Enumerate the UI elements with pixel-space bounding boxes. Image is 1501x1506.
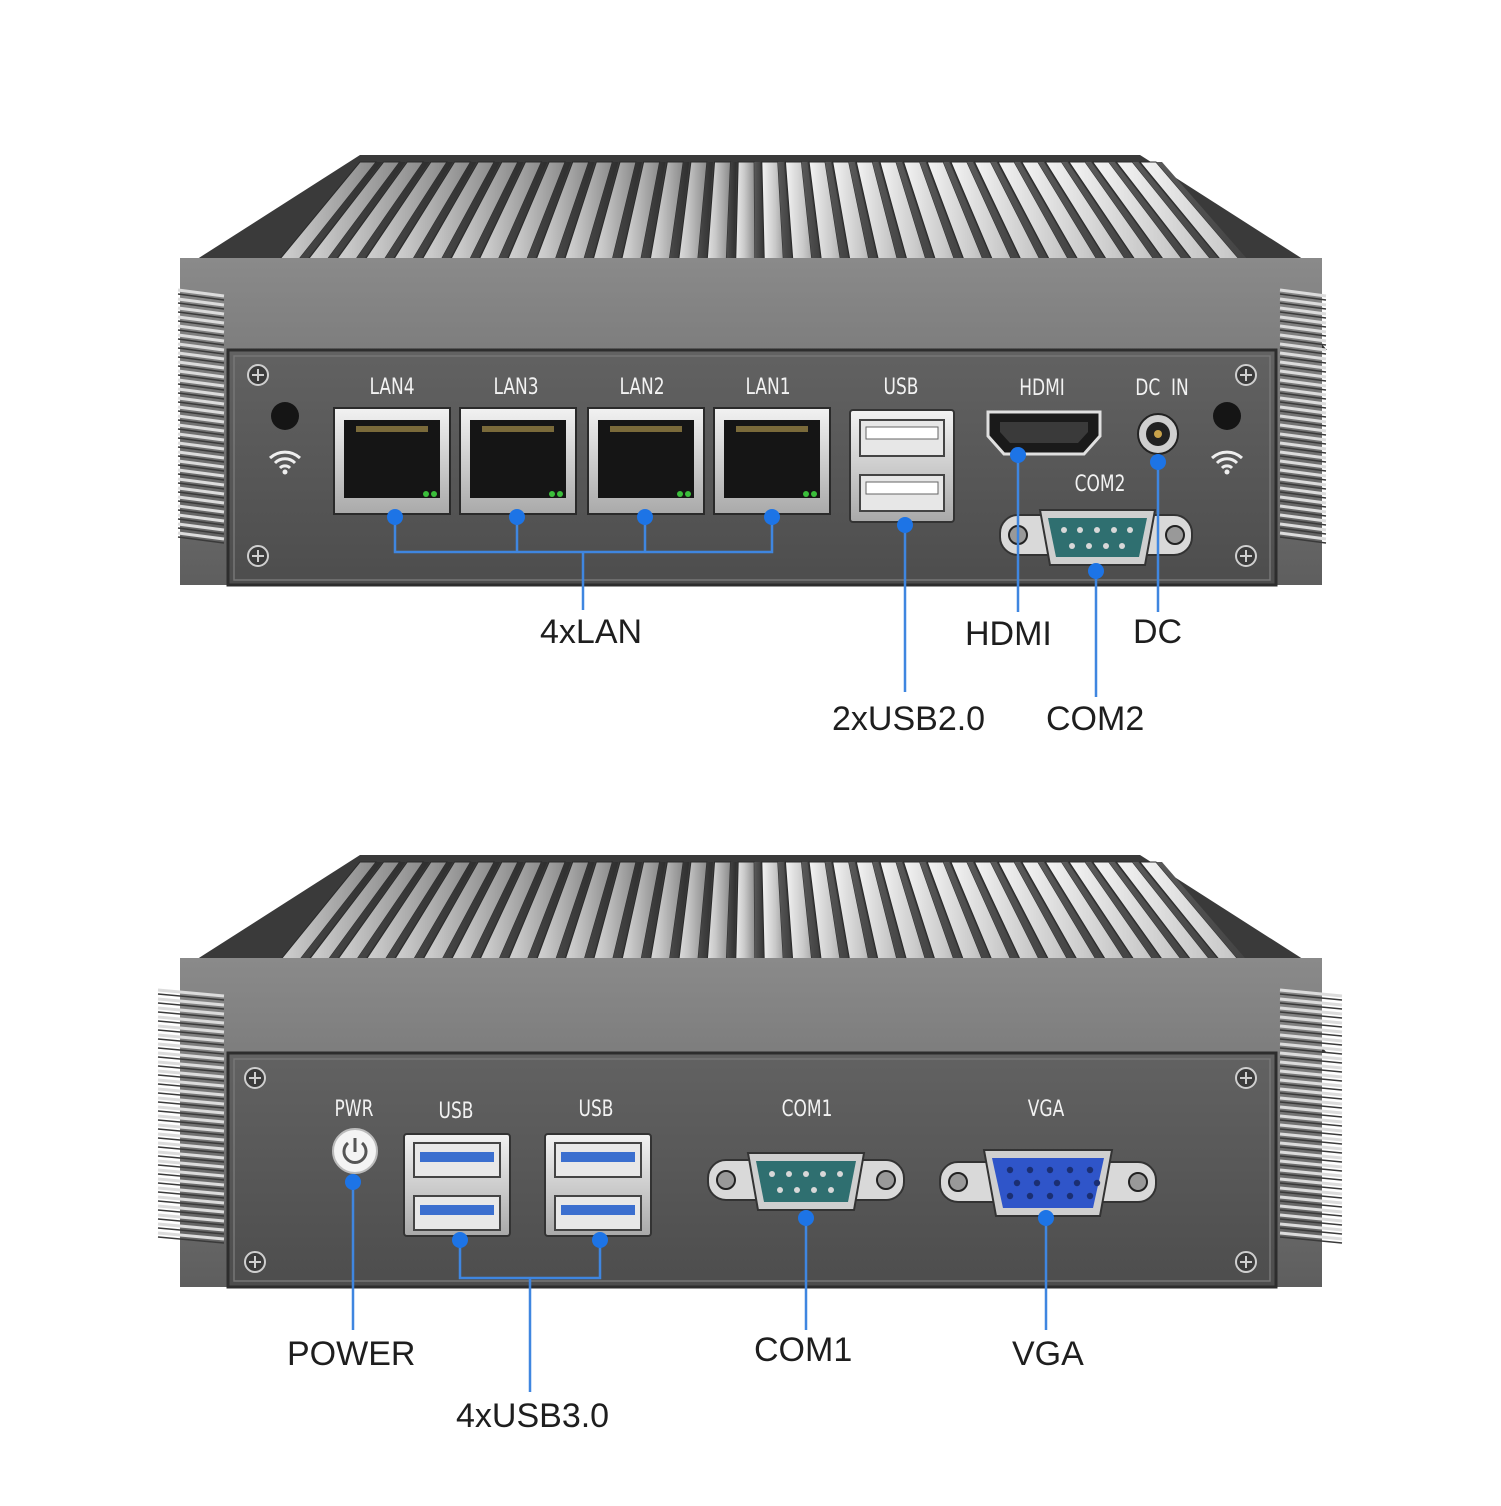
callout-dots [345, 447, 1166, 1248]
wifi-icon [268, 450, 302, 475]
com1-db9-port [707, 1152, 905, 1211]
callout-com2: COM2 [1046, 700, 1145, 738]
bottom-unit [157, 855, 1343, 1289]
rj45-port [333, 407, 451, 515]
callout-4xlan: 4xLAN [540, 613, 643, 651]
com2-db9-port [999, 509, 1193, 566]
power-icon [342, 1138, 368, 1164]
screw-icon [1235, 364, 1257, 386]
bottom-screws [244, 1067, 1257, 1273]
vga-port [939, 1149, 1157, 1217]
antenna-mount [1213, 402, 1241, 430]
com1-port-label: COM1 [781, 1097, 833, 1122]
usb2-port-stack [849, 409, 955, 523]
screw-icon [247, 364, 269, 386]
callout-power: POWER [287, 1335, 416, 1373]
callout-hdmi: HDMI [965, 615, 1052, 653]
usb-port-label: USB [438, 1099, 474, 1124]
lan3-port-label: LAN3 [493, 375, 539, 400]
screw-icon [244, 1251, 266, 1273]
hdmi-port [986, 410, 1102, 456]
callout-dc: DC [1133, 613, 1183, 651]
dc-in-jack [1137, 413, 1179, 455]
usb3-stack-left [403, 1133, 511, 1237]
screw-icon [1235, 545, 1257, 567]
rj45-port [713, 407, 831, 515]
lan4-port-label: LAN4 [369, 375, 415, 400]
lan1-port-label: LAN1 [745, 375, 791, 400]
top-unit [177, 155, 1327, 587]
callout-vga: VGA [1012, 1335, 1084, 1373]
antenna-mount [271, 402, 299, 430]
top-screws [247, 364, 1257, 567]
rj45-port [587, 407, 705, 515]
callout-2xusb2: 2xUSB2.0 [832, 700, 986, 738]
screw-icon [247, 545, 269, 567]
hdmi-port-label: HDMI [1019, 376, 1065, 401]
usb3-stack-right [544, 1133, 652, 1237]
lan2-port-label: LAN2 [619, 375, 665, 400]
callout-lines [351, 455, 1160, 1392]
top-wifi-antennas [268, 402, 1244, 475]
power-button [332, 1128, 378, 1174]
screw-icon [1235, 1251, 1257, 1273]
com2-port-label: COM2 [1074, 472, 1126, 497]
pwr-label: PWR [334, 1097, 374, 1122]
vga-port-label: VGA [1027, 1097, 1065, 1122]
bottom-chassis [157, 958, 1343, 1289]
callout-com1: COM1 [754, 1331, 853, 1369]
lan-ports [333, 407, 831, 515]
callout-4xusb3: 4xUSB3.0 [456, 1397, 610, 1435]
usb-port-label: USB [883, 375, 919, 400]
rj45-port [459, 407, 577, 515]
wifi-icon [1210, 450, 1244, 475]
dc-in-port-label: DC IN [1135, 376, 1189, 401]
screw-icon [244, 1067, 266, 1089]
usb-port-label: USB [578, 1097, 614, 1122]
screw-icon [1235, 1067, 1257, 1089]
